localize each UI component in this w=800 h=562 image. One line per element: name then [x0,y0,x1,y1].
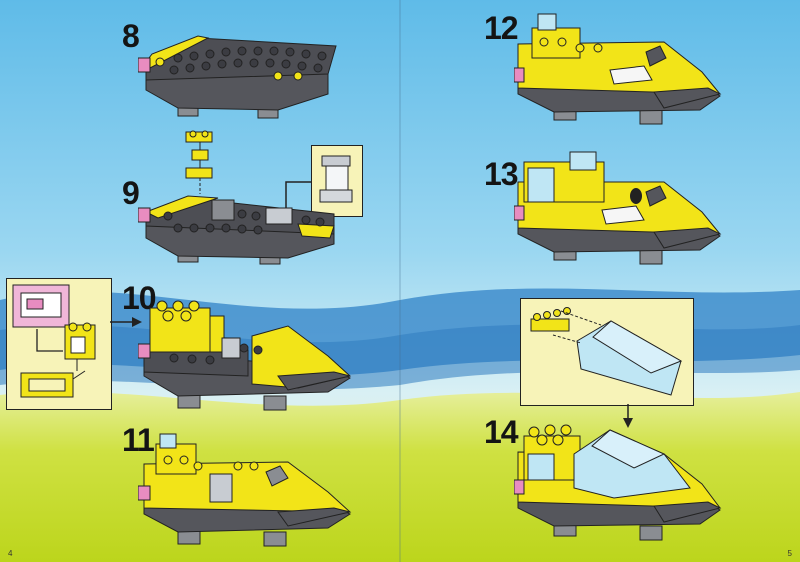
right-page: 12 13 [400,0,800,562]
step-10-callout [6,278,112,410]
step-10-callout-parts [7,279,110,408]
step-number-9: 9 [122,177,139,209]
step-14-callout [520,298,694,406]
step-13-model [514,148,724,278]
step-number-8: 8 [122,20,139,52]
step-number-14: 14 [484,416,518,448]
step-8-model [138,32,338,124]
step-11-model [138,430,352,552]
step-9-model [138,186,338,268]
step-12-model [514,10,724,140]
step-number-12: 12 [484,12,518,44]
page-number-left: 4 [8,549,12,558]
step-14-model [514,418,724,552]
left-page: 8 9 [0,0,400,562]
page-number-right: 5 [788,549,792,558]
step-10-model [138,296,352,416]
step-number-13: 13 [484,158,518,190]
step-14-callout-parts [521,299,692,404]
